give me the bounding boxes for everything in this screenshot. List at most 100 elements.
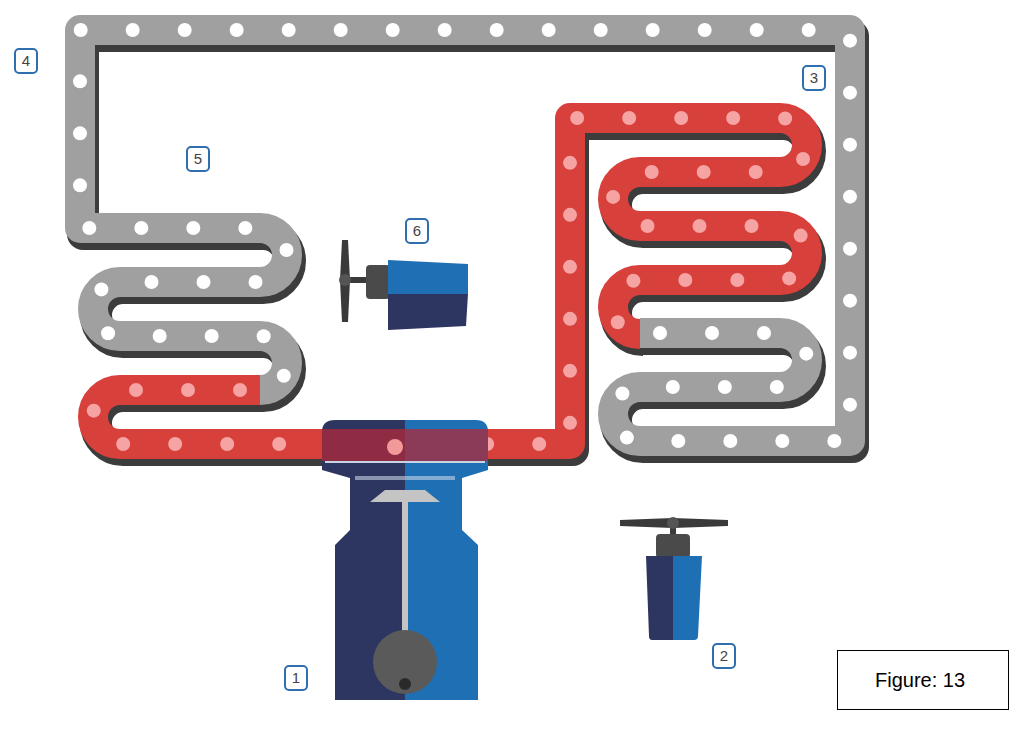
refrigerant-dot (205, 329, 219, 343)
refrigerant-dot (674, 111, 688, 125)
condenser-fan (620, 517, 728, 640)
refrigerant-dot (178, 23, 192, 37)
refrigerant-dot (843, 190, 857, 204)
refrigerant-dot (782, 271, 796, 285)
refrigerant-dot (134, 221, 148, 235)
callout-number: 6 (405, 218, 429, 244)
refrigerant-dot (594, 23, 608, 37)
refrigerant-dot (749, 165, 763, 179)
refrigerant-dot (570, 111, 584, 125)
caption-text: Figure: 13 (875, 669, 1008, 692)
refrigerant-dot (129, 383, 143, 397)
callout-number: 3 (802, 65, 826, 91)
refrigerant-dot (94, 282, 108, 296)
refrigerant-dot (843, 34, 857, 48)
refrigerant-dot (277, 369, 291, 383)
hot-pipe (93, 118, 807, 444)
refrigerant-dot (646, 23, 660, 37)
refrigerant-dot (563, 312, 577, 326)
refrigerant-dot (611, 315, 625, 329)
refrigerant-dot (802, 23, 816, 37)
refrigerant-dot (705, 326, 719, 340)
refrigerant-dot (181, 383, 195, 397)
refrigerant-dot (697, 165, 711, 179)
refrigerant-dot (532, 437, 546, 451)
refrigerant-dot (775, 434, 789, 448)
refrigerant-dot (770, 380, 784, 394)
refrigerant-dot (334, 23, 348, 37)
refrigerant-dot (757, 326, 771, 340)
refrigerant-dot (280, 243, 294, 257)
refrigerant-dot (843, 346, 857, 360)
refrigerant-dot (186, 221, 200, 235)
refrigerant-dot (799, 347, 813, 361)
refrigerant-dot (230, 23, 244, 37)
refrigerant-dot (563, 156, 577, 170)
refrigerant-dot (718, 380, 732, 394)
refrigerant-dot (726, 111, 740, 125)
refrigerant-dot (744, 219, 758, 233)
figure-caption-box: Figure: 13 (837, 650, 1009, 710)
refrigerant-dot (615, 387, 629, 401)
refrigerant-dot (678, 273, 692, 287)
refrigerant-dot (386, 23, 400, 37)
refrigerant-dot (249, 275, 263, 289)
refrigerant-dot (73, 126, 87, 140)
refrigerant-dot (730, 273, 744, 287)
refrigerant-dot (843, 242, 857, 256)
refrigerant-dot (827, 434, 841, 448)
refrigerant-dot (168, 437, 182, 451)
refrigerant-dot (238, 221, 252, 235)
callout-number: 1 (284, 665, 308, 691)
callout-number: 2 (712, 643, 736, 669)
refrigerant-dot (233, 383, 247, 397)
refrigerant-dot (666, 380, 680, 394)
refrigerant-dot (606, 190, 620, 204)
refrigerant-dot (73, 74, 87, 88)
refrigerant-dot (220, 437, 234, 451)
refrigerant-dot (653, 326, 667, 340)
refrigerant-dot (671, 434, 685, 448)
refrigerant-dot (692, 219, 706, 233)
refrigerant-dot (622, 111, 636, 125)
callout-number: 4 (14, 48, 38, 74)
refrigerant-dot (778, 111, 792, 125)
compressor (322, 420, 488, 700)
refrigerant-dot (82, 221, 96, 235)
refrigerant-dot (563, 416, 577, 430)
refrigerant-dot (843, 138, 857, 152)
refrigerant-dot (563, 364, 577, 378)
refrigerant-dot (750, 23, 764, 37)
callout-number: 5 (186, 146, 210, 172)
refrigerant-dot (272, 437, 286, 451)
refrigerant-dot (563, 260, 577, 274)
evaporator-fan (339, 240, 468, 330)
refrigerant-dot (626, 274, 640, 288)
refrigerant-dot (438, 23, 452, 37)
refrigerant-dot (698, 23, 712, 37)
refrigerant-dot (257, 329, 271, 343)
refrigerant-dot (282, 23, 296, 37)
refrigerant-dot (843, 398, 857, 412)
refrigerant-dot (116, 437, 130, 451)
refrigerant-dot (126, 23, 140, 37)
refrigerant-dot (74, 23, 88, 37)
refrigerant-dot (490, 23, 504, 37)
refrigerant-dot (153, 329, 167, 343)
refrigerant-dot (843, 86, 857, 100)
refrigerant-dot (145, 275, 159, 289)
refrigerant-dot (87, 404, 101, 418)
refrigerant-dot (640, 219, 654, 233)
refrigerant-dot (843, 294, 857, 308)
refrigerant-dot (645, 165, 659, 179)
refrigerant-dot (197, 275, 211, 289)
refrigerant-dot (794, 229, 808, 243)
refrigerant-dot (542, 23, 556, 37)
refrigerant-dot (73, 178, 87, 192)
refrigerant-dot (620, 431, 634, 445)
refrigerant-dot (563, 208, 577, 222)
refrigerant-dot (723, 434, 737, 448)
refrigerant-dot (796, 152, 810, 166)
refrigerant-dot (101, 326, 115, 340)
